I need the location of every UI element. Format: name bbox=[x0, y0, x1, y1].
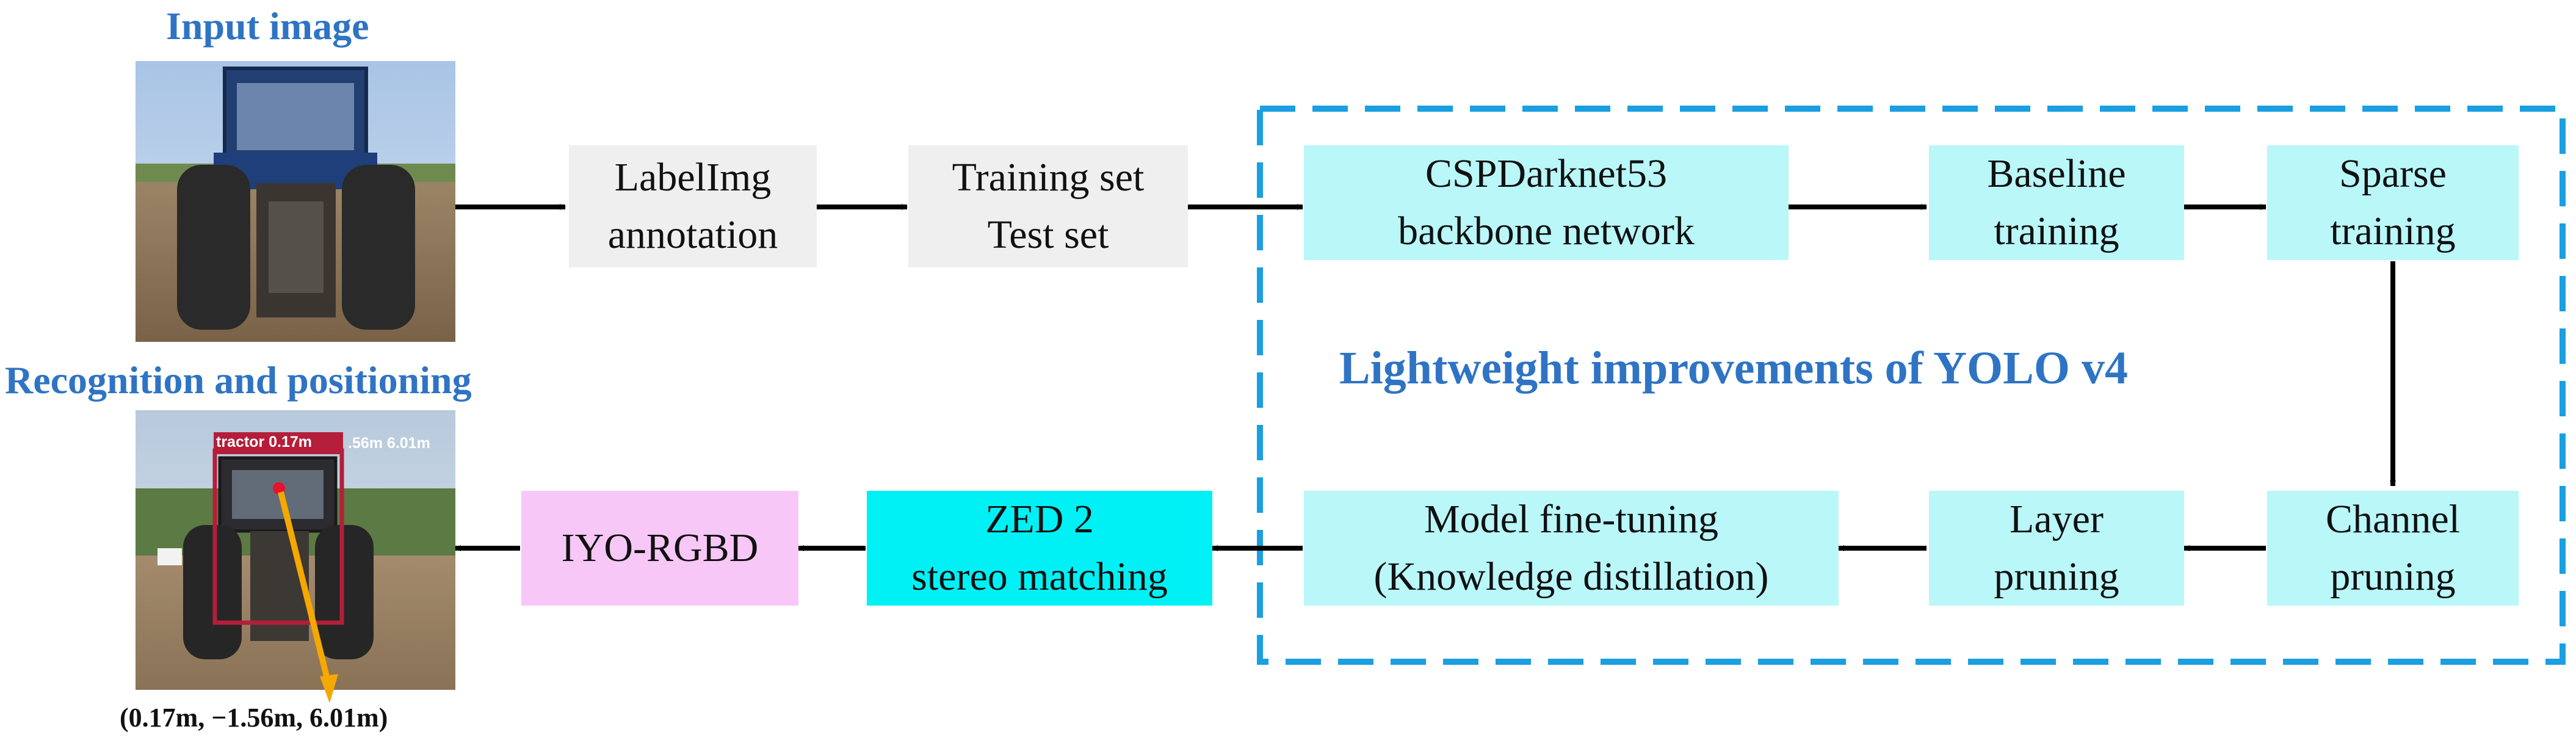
dataset-box: Training set Test set bbox=[908, 145, 1188, 267]
input-image-heading: Input image bbox=[166, 4, 369, 48]
labelimg-line-1: LabelImg bbox=[614, 155, 772, 200]
labelimg-annotation-box: LabelImg annotation bbox=[569, 145, 817, 267]
detection-center-point bbox=[273, 482, 285, 494]
backbone-network-box: CSPDarknet53 backbone network bbox=[1304, 145, 1789, 260]
labelimg-line-2: annotation bbox=[607, 212, 778, 257]
zed-line-2: stereo matching bbox=[911, 554, 1168, 599]
backbone-line-2: backbone network bbox=[1398, 209, 1695, 253]
detection-extra-text: .56m 6.01m bbox=[348, 435, 430, 452]
detection-label: tractor 0.17m bbox=[216, 433, 312, 451]
channel-pruning-box: Channel pruning bbox=[2267, 491, 2519, 606]
backbone-line-1: CSPDarknet53 bbox=[1425, 151, 1667, 196]
coordinate-pointer-arrow bbox=[278, 491, 338, 703]
detection-label-text: tractor 0.17m bbox=[216, 433, 313, 451]
sparse-line-2: training bbox=[2330, 209, 2456, 253]
zed2-stereo-matching-box: ZED 2 stereo matching bbox=[867, 491, 1212, 606]
baseline-training-box: Baseline training bbox=[1929, 145, 2184, 260]
finetune-line-2: (Knowledge distillation) bbox=[1373, 554, 1769, 599]
model-finetuning-box: Model fine-tuning (Knowledge distillatio… bbox=[1304, 491, 1839, 606]
zed-line-1: ZED 2 bbox=[985, 497, 1094, 541]
dataset-line-1: Training set bbox=[952, 155, 1145, 200]
baseline-line-2: training bbox=[1994, 209, 2119, 253]
sparse-training-box: Sparse training bbox=[2267, 145, 2519, 260]
iyo-rgbd-box: IYO-RGBD bbox=[521, 491, 798, 606]
iyo-rgbd-label: IYO-RGBD bbox=[561, 526, 759, 570]
recognition-positioning-heading: Recognition and positioning bbox=[5, 358, 472, 402]
dataset-line-2: Test set bbox=[987, 212, 1109, 257]
baseline-line-1: Baseline bbox=[1987, 151, 2126, 196]
improvement-region-title: Lightweight improvements of YOLO v4 bbox=[1339, 342, 2128, 394]
channel-line-2: pruning bbox=[2330, 554, 2456, 599]
detection-label-background bbox=[214, 432, 343, 454]
input-tractor-photo bbox=[136, 61, 455, 342]
position-coordinates: (0.17m, −1.56m, 6.01m) bbox=[120, 703, 388, 733]
improvement-region-frame bbox=[1257, 106, 2566, 665]
finetune-line-1: Model fine-tuning bbox=[1424, 497, 1719, 541]
layer-line-2: pruning bbox=[1994, 554, 2119, 599]
layer-pruning-box: Layer pruning bbox=[1929, 491, 2184, 606]
layer-line-1: Layer bbox=[2010, 497, 2104, 541]
sparse-line-1: Sparse bbox=[2339, 151, 2447, 196]
channel-line-1: Channel bbox=[2326, 497, 2460, 541]
